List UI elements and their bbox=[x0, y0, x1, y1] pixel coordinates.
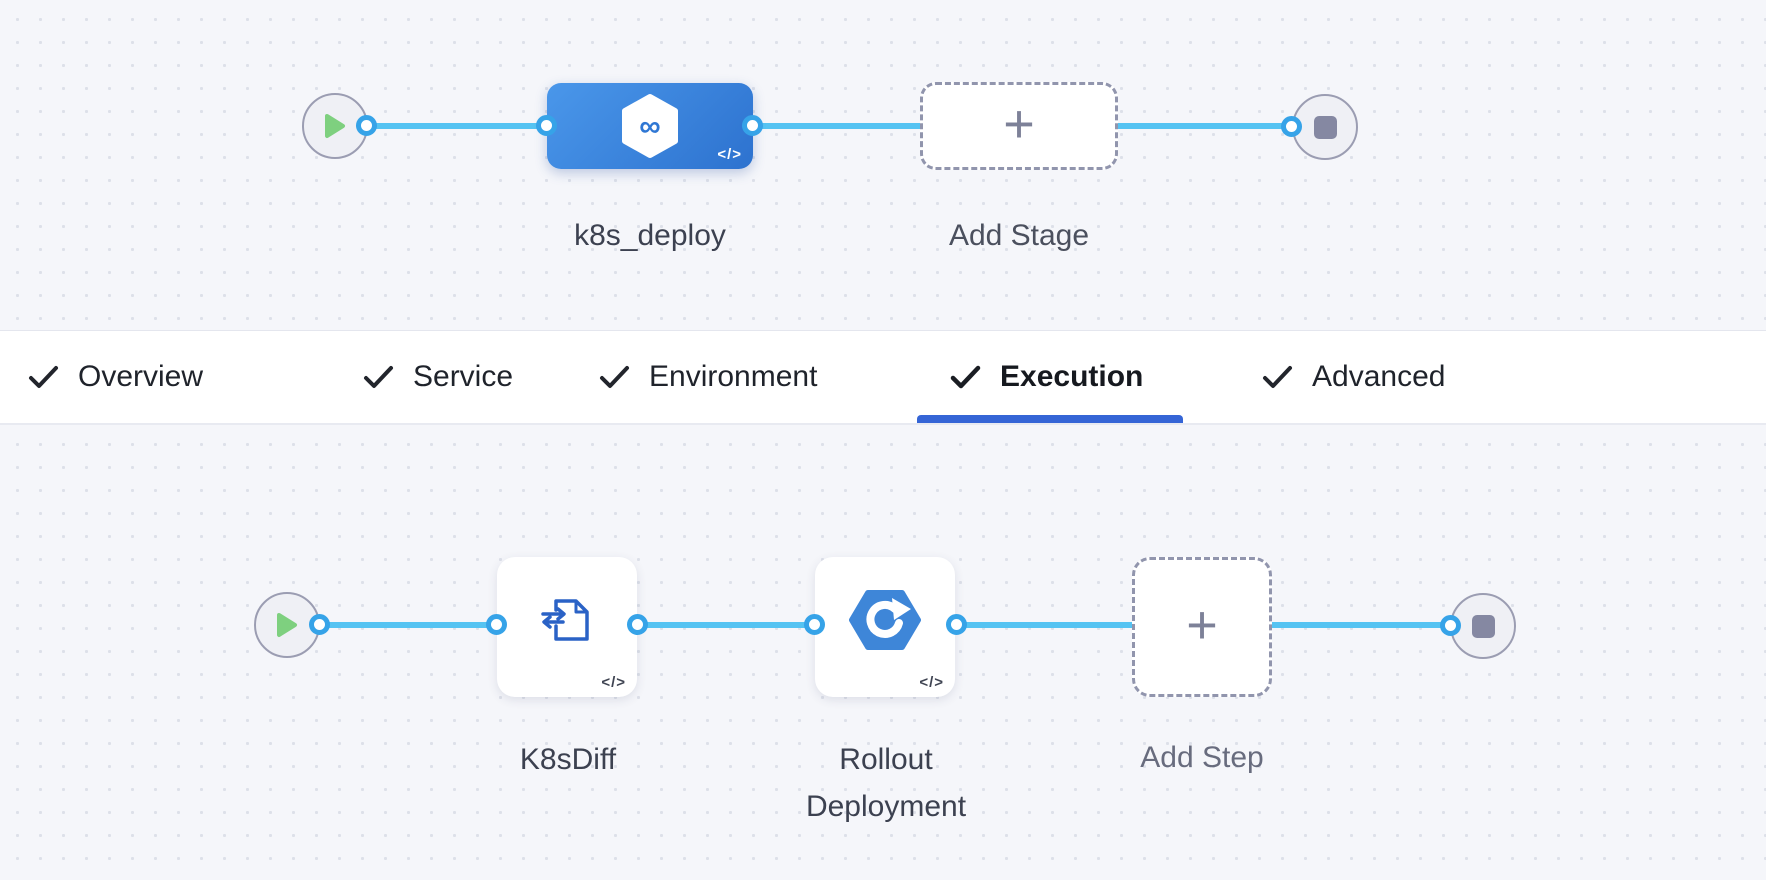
check-icon bbox=[29, 365, 58, 388]
add-stage-button[interactable]: + bbox=[920, 82, 1118, 170]
pipeline-end-node bbox=[1292, 94, 1358, 160]
stage-node-k8s-deploy[interactable]: ∞ </> bbox=[547, 83, 753, 169]
check-icon bbox=[364, 365, 393, 388]
step-label: Rollout Deployment bbox=[805, 743, 967, 823]
add-stage-label: Add Stage bbox=[948, 219, 1090, 252]
stage-connector-line bbox=[367, 123, 1292, 129]
code-icon: </> bbox=[601, 674, 626, 691]
code-icon: </> bbox=[717, 146, 742, 163]
harness-stage-icon: ∞ bbox=[622, 94, 678, 158]
execution-steps-canvas[interactable]: </> K8sDiff </> Rollout Deployment + Add… bbox=[0, 425, 1766, 880]
plus-icon: + bbox=[1186, 595, 1218, 655]
stage-in-port bbox=[536, 115, 557, 136]
step-out-port bbox=[946, 614, 967, 635]
add-step-button[interactable]: + bbox=[1132, 557, 1272, 697]
tab-overview[interactable]: Overview bbox=[28, 331, 203, 423]
check-icon bbox=[950, 365, 981, 388]
active-tab-underline bbox=[917, 415, 1183, 423]
tab-service[interactable]: Service bbox=[363, 331, 513, 423]
tab-advanced[interactable]: Advanced bbox=[1262, 331, 1445, 423]
execution-end-node bbox=[1450, 593, 1516, 659]
play-icon bbox=[325, 114, 345, 138]
stage-pipeline-canvas[interactable]: ∞ </> k8s_deploy + Add Stage bbox=[0, 0, 1766, 331]
stage-tabbar: Overview Service Environment Execution A… bbox=[0, 331, 1766, 425]
stage-label: k8s_deploy bbox=[574, 219, 726, 252]
play-icon bbox=[277, 613, 297, 637]
start-out-port bbox=[356, 115, 377, 136]
step-label: K8sDiff bbox=[519, 743, 617, 776]
k8s-diff-icon bbox=[539, 593, 595, 652]
add-step-label: Add Step bbox=[1140, 741, 1264, 774]
step-out-port bbox=[627, 614, 648, 635]
tab-execution[interactable]: Execution bbox=[950, 331, 1143, 423]
check-icon bbox=[600, 365, 629, 388]
rollout-deployment-icon bbox=[848, 588, 922, 657]
end-in-port bbox=[1440, 615, 1461, 636]
step-node-rollout-deployment[interactable]: </> bbox=[815, 557, 955, 697]
plus-icon: + bbox=[1003, 94, 1035, 154]
code-icon: </> bbox=[919, 674, 944, 691]
end-in-port bbox=[1281, 116, 1302, 137]
svg-text:∞: ∞ bbox=[639, 110, 660, 143]
tab-environment[interactable]: Environment bbox=[599, 331, 817, 423]
start-out-port bbox=[309, 614, 330, 635]
stop-icon bbox=[1313, 115, 1337, 139]
check-icon bbox=[1263, 365, 1292, 388]
stop-icon bbox=[1471, 614, 1495, 638]
step-in-port bbox=[804, 614, 825, 635]
step-in-port bbox=[486, 614, 507, 635]
stage-out-port bbox=[742, 115, 763, 136]
step-node-k8sdiff[interactable]: </> bbox=[497, 557, 637, 697]
